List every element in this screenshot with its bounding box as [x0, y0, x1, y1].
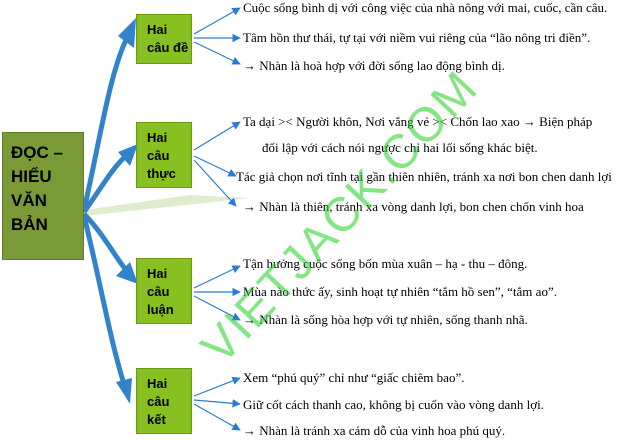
- branch-node-cau-thuc: Hai câu thực: [136, 122, 192, 188]
- root-line: HIỂU: [11, 167, 52, 186]
- big-arrow-3: [82, 212, 128, 272]
- leaf-text: Mùa nào thức ấy, sinh hoạt tự nhiên “tắm…: [243, 284, 557, 299]
- leaf-text: Tận hưởng cuộc sống bốn mùa xuân – hạ - …: [243, 256, 528, 271]
- leaf-text: Tác giả chọn nơi tĩnh tại gần thiên nhiê…: [236, 169, 612, 184]
- root-line: ĐỌC –: [11, 143, 63, 162]
- big-arrow-4: [81, 215, 127, 385]
- branch-label: câu: [147, 394, 170, 409]
- thin-arrow-4c: [193, 403, 241, 431]
- thin-arrow-2c: [193, 159, 237, 207]
- big-arrowhead-4: [116, 378, 132, 404]
- root-line: BẢN: [11, 215, 48, 234]
- big-arrow-2: [81, 154, 128, 214]
- leaf-text: Tâm hồn thư thái, tự tại với niềm vui ri…: [243, 30, 591, 45]
- leaf-text: → Nhàn là hoà hợp với đời sống lao động …: [243, 58, 505, 73]
- leaf-text: Ta dại >< Người khôn, Nơi vắng vẻ >< Chố…: [243, 114, 593, 129]
- leaf-text: Xem “phú quý” chỉ như “giấc chiêm bao”.: [243, 370, 465, 385]
- big-arrow-1: [81, 34, 131, 211]
- branch-label: câu: [147, 284, 170, 299]
- thin-arrow-2b: [193, 155, 237, 177]
- thin-arrow-3a: [193, 265, 241, 289]
- branch-label: luận: [147, 302, 174, 317]
- branch-label: Hai: [147, 22, 168, 37]
- branch-label: Hai: [147, 376, 168, 391]
- root-line: VĂN: [11, 191, 47, 210]
- branch-node-cau-luan: Hai câu luận: [136, 258, 192, 324]
- branch-label: câu đề: [147, 40, 189, 55]
- root-node: ĐỌC – HIỂU VĂN BẢN: [2, 132, 84, 260]
- branch-label: thực: [147, 166, 176, 181]
- branch-node-cau-de: Hai câu đề: [136, 14, 192, 64]
- leaf-text: Giữ cốt cách thanh cao, không bị cuốn và…: [243, 397, 544, 412]
- thin-arrow-1c: [193, 41, 241, 65]
- leaf-text: Cuộc sống bình dị với công việc của nhà …: [243, 0, 608, 15]
- leaf-text: → Nhàn là tránh xa cám dỗ của vinh hoa p…: [243, 423, 506, 438]
- big-arrowhead-1: [118, 18, 136, 48]
- branch-label: câu: [147, 148, 170, 163]
- big-arrowhead-3: [116, 262, 138, 284]
- branch-label: kết: [147, 412, 166, 427]
- thin-arrow-3c: [193, 295, 241, 321]
- thin-arrow-1a: [193, 7, 241, 35]
- leaf-text: → Nhàn là sống hòa hợp với tự nhiên, sốn…: [243, 312, 528, 327]
- thin-arrow-4a: [193, 376, 241, 397]
- branch-node-cau-ket: Hai câu kết: [136, 368, 192, 434]
- leaf-text: đối lập với cách nói ngược chỉ hai lối s…: [262, 140, 538, 155]
- thin-arrow-2a: [193, 121, 241, 151]
- thin-arrow-4b: [193, 399, 241, 408]
- branch-label: Hai: [147, 130, 168, 145]
- branch-label: Hai: [147, 266, 168, 281]
- big-arrowhead-2: [118, 144, 138, 166]
- root-shadow: [84, 195, 250, 216]
- leaf-text: → Nhàn là thiên, tránh xa vòng danh lợi,…: [243, 199, 584, 214]
